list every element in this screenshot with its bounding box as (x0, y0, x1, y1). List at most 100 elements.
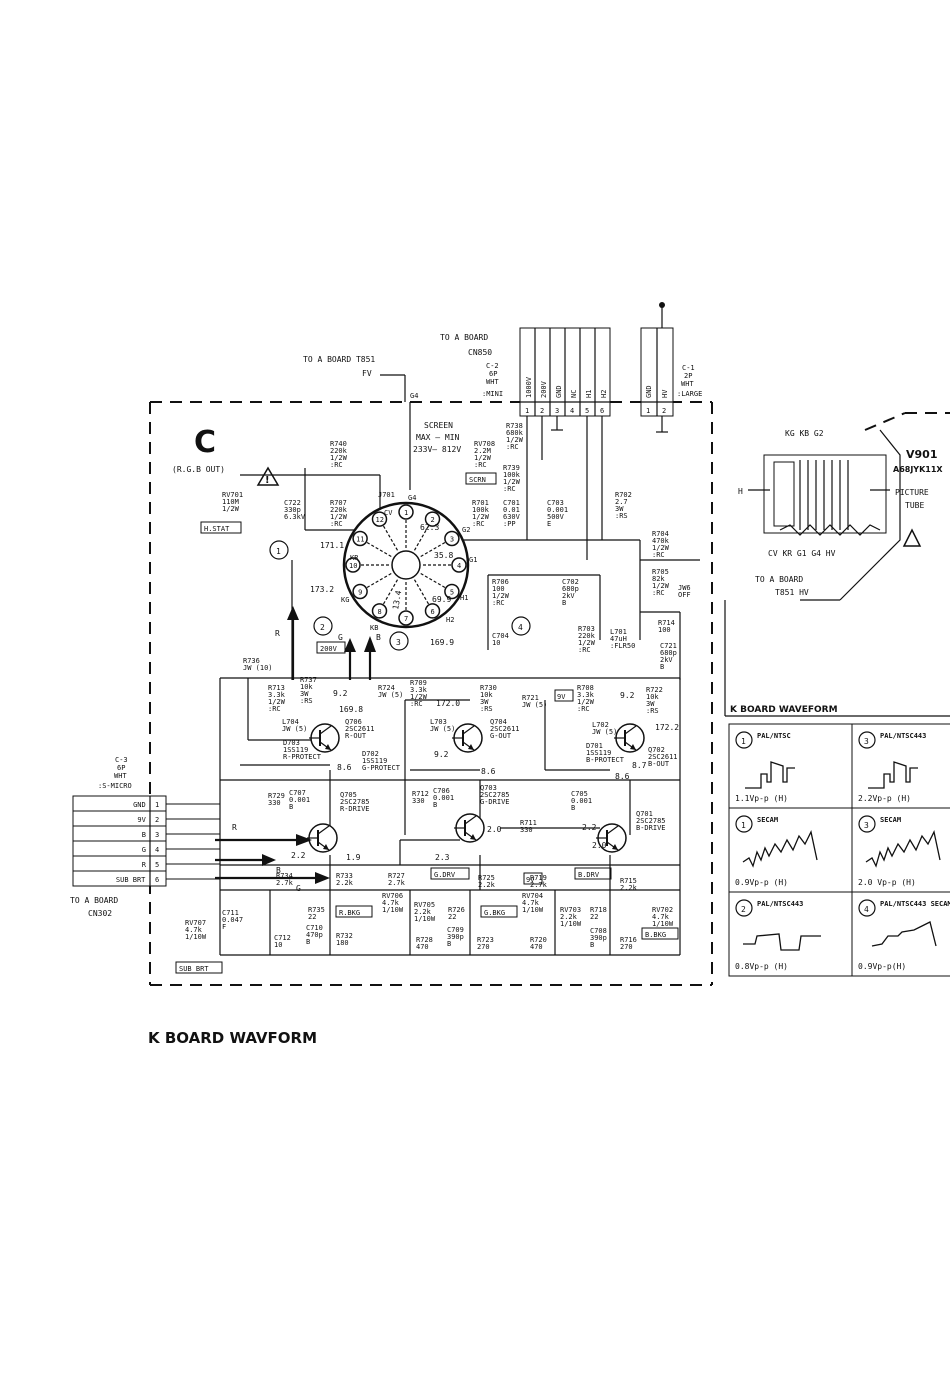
svg-text:100k: 100k (503, 471, 521, 479)
socket-pin-1: 1 (398, 504, 414, 520)
svg-text:6.3kV: 6.3kV (284, 513, 306, 521)
cn850-num-2: 2 (540, 407, 544, 415)
svg-text:R718: R718 (590, 906, 607, 914)
q706-transistor (309, 723, 340, 753)
svg-text:220k: 220k (578, 632, 596, 640)
svg-text:R735: R735 (308, 906, 325, 914)
svg-text:R720: R720 (530, 936, 547, 944)
cn850-pin-3: GND (555, 385, 563, 398)
svg-text:C707: C707 (289, 789, 306, 797)
svg-text:C703: C703 (547, 499, 564, 507)
c3-pin-1: GND (133, 801, 146, 809)
svg-text:8: 8 (378, 608, 382, 616)
svg-text:R740: R740 (330, 440, 347, 448)
svg-text:100k: 100k (472, 506, 490, 514)
svg-text:22: 22 (590, 913, 598, 921)
svg-text:4.7k: 4.7k (522, 899, 540, 907)
cn850-pin-4: NC (570, 390, 578, 398)
c1-pin-2: HV (661, 389, 669, 398)
svg-text::RC: :RC (472, 520, 485, 528)
svg-text:3W: 3W (615, 505, 624, 513)
svg-text:C721: C721 (660, 642, 677, 650)
v200-box (316, 641, 346, 654)
c1-pin-1: GND (645, 385, 653, 398)
svg-text:0.047: 0.047 (222, 916, 243, 924)
cn850-name: CN850 (468, 348, 492, 357)
tube-model: A68JYK11X (893, 465, 943, 474)
svg-text:1: 1 (741, 821, 746, 830)
svg-text::RC: :RC (410, 700, 423, 708)
bbkg-label: B.BKG (645, 931, 666, 939)
svg-text:2SC2611: 2SC2611 (648, 753, 678, 761)
svg-text:B: B (433, 801, 437, 809)
svg-text:R732: R732 (336, 932, 353, 940)
svg-text:1SS119: 1SS119 (283, 746, 308, 754)
svg-text:R730: R730 (480, 684, 497, 692)
c1-num-2: 2 (662, 407, 666, 415)
svg-text:110M: 110M (222, 498, 239, 506)
svg-text:3: 3 (864, 737, 869, 746)
c1-spec2: WHT (681, 380, 694, 388)
bdrv-box (574, 867, 612, 880)
node-g4: G4 (408, 494, 416, 502)
svg-text:RV703: RV703 (560, 906, 581, 914)
svg-text:390p: 390p (447, 933, 464, 941)
svg-text:470k: 470k (652, 537, 670, 545)
cn850-pin-6: H2 (600, 390, 608, 398)
svg-text:R722: R722 (646, 686, 663, 694)
svg-text:1/10W: 1/10W (185, 933, 207, 941)
svg-text::RC: :RC (652, 551, 665, 559)
marker-1: 1 (269, 540, 289, 560)
svg-text:1/2W: 1/2W (268, 698, 286, 706)
node-g2: G2 (462, 526, 470, 534)
gdrv-label: G.DRV (434, 871, 456, 879)
hstat-label: H.STAT (204, 525, 230, 533)
svg-text:1SS119: 1SS119 (586, 749, 611, 757)
bdrv-label: B.DRV (578, 871, 600, 879)
svg-text:SECAM: SECAM (880, 816, 901, 824)
cn850-pin-1: 1000V (525, 376, 533, 398)
c3-num-1: 1 (155, 801, 159, 809)
svg-text::PP: :PP (503, 520, 516, 528)
voltage-q704-e: 8.6 (481, 767, 496, 776)
svg-text:JW (5): JW (5) (282, 725, 307, 733)
q703-transistor (454, 813, 485, 843)
svg-text:R701: R701 (472, 499, 489, 507)
cn850-num-4: 4 (570, 407, 574, 415)
svg-text:B: B (376, 633, 381, 642)
voltage-q705-b: 2.2 (291, 851, 306, 860)
svg-text:G: G (296, 884, 301, 893)
component-labels: R740220k1/2W:RCR707220k1/2W:RCRV701110M1… (185, 422, 691, 951)
svg-text:630V: 630V (503, 513, 521, 521)
c1-num-1: 1 (646, 407, 650, 415)
svg-text:B: B (590, 941, 594, 949)
svg-text:B: B (571, 804, 575, 812)
q702-transistor (614, 723, 645, 753)
top-wiring (240, 402, 700, 680)
amplifier-wiring (219, 677, 681, 956)
svg-text:1/2W: 1/2W (222, 505, 240, 513)
socket-pin-9: 9 (352, 583, 368, 600)
tube-type2: TUBE (905, 501, 924, 510)
svg-text:2.2k: 2.2k (414, 908, 432, 916)
svg-text:R725: R725 (478, 874, 495, 882)
svg-text:11: 11 (356, 536, 364, 544)
svg-text:Q703: Q703 (480, 784, 497, 792)
